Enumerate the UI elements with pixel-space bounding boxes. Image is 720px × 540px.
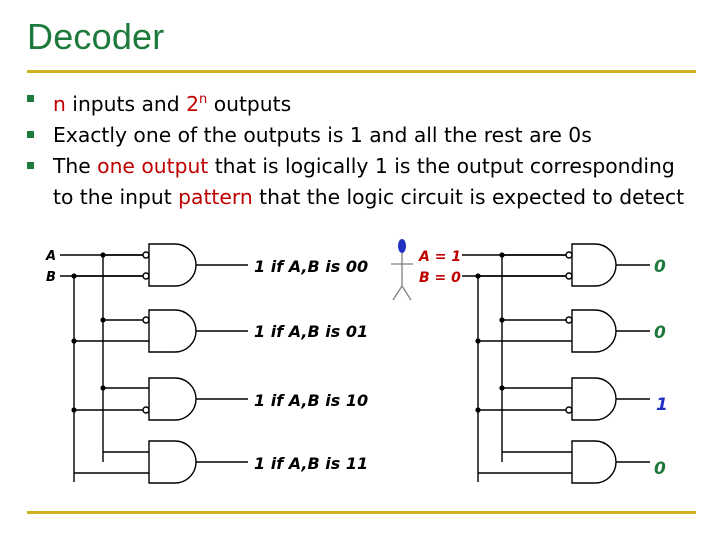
bullet-text: that the logic circuit is expected to de… xyxy=(252,185,685,209)
output-value-2: 1 xyxy=(656,395,668,415)
input-label-a: A xyxy=(45,249,56,264)
and-gate xyxy=(148,440,197,484)
and-gate xyxy=(148,243,197,287)
input-label-a-value: A = 1 xyxy=(418,249,461,265)
bullet-square-icon xyxy=(27,131,34,138)
junction-dot xyxy=(499,252,505,258)
junction-dot xyxy=(499,385,505,391)
bullet-item: Exactly one of the outputs is 1 and all … xyxy=(27,120,687,151)
junction-dot xyxy=(71,273,77,279)
junction-dot xyxy=(71,407,77,413)
two-power-base: 2 xyxy=(186,92,199,116)
left-decoder-circuit: A B xyxy=(45,243,368,484)
and-gate xyxy=(148,377,197,421)
inversion-bubble xyxy=(565,406,573,414)
output-label-11: 1 if A,B is 11 xyxy=(254,454,368,473)
output-value-0: 0 xyxy=(654,257,666,277)
right-decoder-circuit: A = 1 B = 0 xyxy=(418,243,668,484)
bullet-text: that is logically 1 is the output corres… xyxy=(53,154,675,209)
highlight-pattern: pattern xyxy=(178,185,253,209)
inversion-bubble xyxy=(142,316,150,324)
bullet-item: n inputs and 2n outputs xyxy=(27,84,687,120)
inversion-bubble xyxy=(565,251,573,259)
and-gate xyxy=(571,377,617,421)
two-power-exponent: n xyxy=(199,92,208,107)
junction-dot xyxy=(71,338,77,344)
output-label-00: 1 if A,B is 00 xyxy=(254,257,368,276)
junction-dot xyxy=(475,273,481,279)
highlight-one-output: one output xyxy=(97,154,209,178)
output-label-10: 1 if A,B is 10 xyxy=(254,391,368,410)
junction-dot xyxy=(475,407,481,413)
stick-figure-icon xyxy=(391,239,413,301)
bullet-text: inputs and xyxy=(65,92,187,116)
output-value-3: 0 xyxy=(654,459,666,479)
inversion-bubble xyxy=(565,316,573,324)
junction-dot xyxy=(100,317,106,323)
output-label-01: 1 if A,B is 01 xyxy=(254,322,368,341)
and-gate xyxy=(148,309,197,353)
bullet-text: Exactly one of the outputs is 1 and all … xyxy=(53,123,592,147)
inversion-bubble xyxy=(142,406,150,414)
and-gate xyxy=(571,440,617,484)
bullet-square-icon xyxy=(27,95,34,102)
inversion-bubble xyxy=(142,272,150,280)
input-label-b: B xyxy=(46,270,56,285)
n-variable: n xyxy=(53,92,66,116)
junction-dot xyxy=(100,252,106,258)
bullet-item: The one output that is logically 1 is th… xyxy=(27,151,687,213)
bullet-list: n inputs and 2n outputs Exactly one of t… xyxy=(27,84,687,213)
page-title: Decoder xyxy=(27,16,165,57)
junction-dot xyxy=(100,385,106,391)
and-gate xyxy=(571,309,617,353)
inversion-bubble xyxy=(142,251,150,259)
output-value-1: 0 xyxy=(654,323,666,343)
bullet-text: The xyxy=(53,154,98,178)
bullet-square-icon xyxy=(27,162,34,169)
junction-dot xyxy=(499,317,505,323)
footer-rule xyxy=(27,511,696,514)
inversion-bubble xyxy=(565,272,573,280)
bullet-text: outputs xyxy=(207,92,292,116)
input-label-b-value: B = 0 xyxy=(419,270,461,286)
junction-dot xyxy=(475,338,481,344)
and-gate xyxy=(571,243,617,287)
title-rule xyxy=(27,70,696,73)
